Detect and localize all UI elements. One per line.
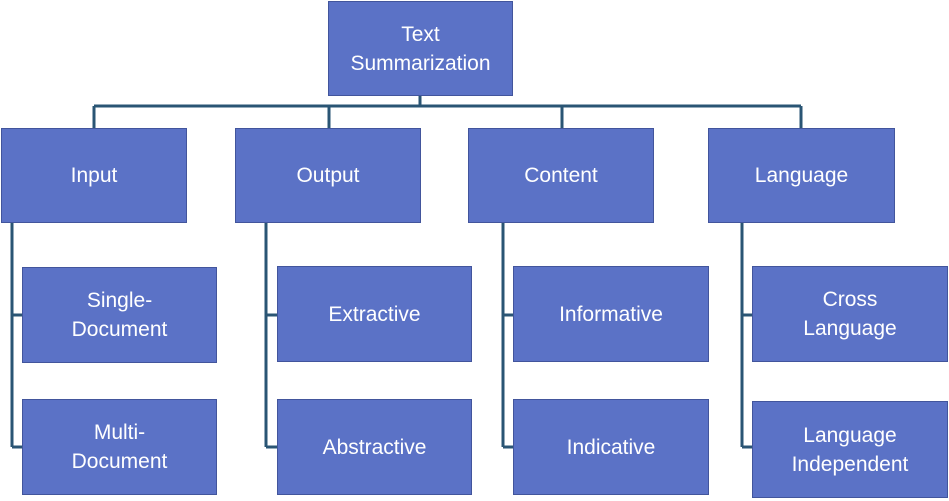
category-output: Output: [235, 128, 421, 223]
leaf-indicative: Indicative: [513, 399, 709, 495]
leaf-informative: Informative: [513, 266, 709, 362]
leaf-cross-language: Cross Language: [752, 266, 948, 362]
leaf-extractive: Extractive: [277, 266, 472, 362]
category-content: Content: [468, 128, 654, 223]
leaf-language-independent: Language Independent: [752, 401, 948, 498]
category-language: Language: [708, 128, 895, 223]
leaf-single-document: Single- Document: [22, 267, 217, 363]
leaf-multi-document: Multi- Document: [22, 399, 217, 495]
category-input: Input: [1, 128, 187, 223]
root-node: Text Summarization: [328, 1, 513, 96]
leaf-abstractive: Abstractive: [277, 399, 472, 495]
